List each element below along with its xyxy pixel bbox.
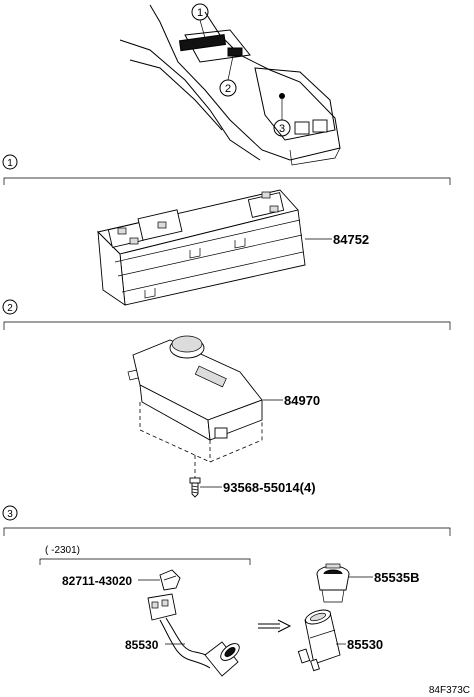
console-overview-illustration — [119, 4, 341, 166]
callout-3: 3 — [273, 99, 291, 137]
range-note: ( -2301) — [45, 545, 80, 556]
callout-2: 2 — [219, 55, 237, 97]
part-number-84752: 84752 — [333, 232, 369, 247]
callout-3-label: 3 — [279, 123, 285, 135]
part-number-84970: 84970 — [284, 393, 320, 408]
part-82711-clip — [159, 569, 181, 591]
part-number-85530-old: 85530 — [125, 638, 159, 652]
part-85530-harness-socket — [147, 593, 240, 677]
section-2: 2 84970 93568-55014(4) — [2, 299, 451, 498]
callout-2-label: 2 — [225, 83, 231, 95]
callout-1: 1 — [191, 3, 209, 39]
section-2-bracket — [3, 321, 451, 330]
part-85535b-socket — [316, 563, 350, 603]
supersession-arrow — [258, 619, 292, 633]
section-1: 1 84752 — [2, 154, 451, 306]
part-85530-socket — [297, 609, 341, 672]
part-number-82711: 82711-43020 — [62, 574, 132, 588]
callout-1-label: 1 — [197, 7, 203, 19]
section-1-marker — [2, 154, 18, 170]
range-bracket — [39, 558, 251, 565]
part-84752-switch-panel — [97, 189, 306, 306]
section-3-number: 3 — [7, 509, 13, 520]
section-3: 3 ( -2301) 82711-43020 85530 — [2, 505, 451, 677]
section-3-marker — [2, 505, 18, 521]
part-number-85530-new: 85530 — [347, 637, 383, 652]
part-screw-93568 — [189, 477, 201, 498]
section-2-number: 2 — [7, 303, 13, 314]
section-2-marker — [2, 299, 18, 315]
part-number-85535b: 85535B — [374, 570, 420, 585]
section-1-number: 1 — [7, 158, 13, 169]
section-1-bracket — [3, 177, 451, 185]
part-84970-controller — [127, 335, 263, 478]
diagram-code: 84F373C — [429, 685, 470, 696]
section-3-bracket — [3, 527, 451, 536]
part-number-93568: 93568-55014(4) — [223, 480, 316, 495]
